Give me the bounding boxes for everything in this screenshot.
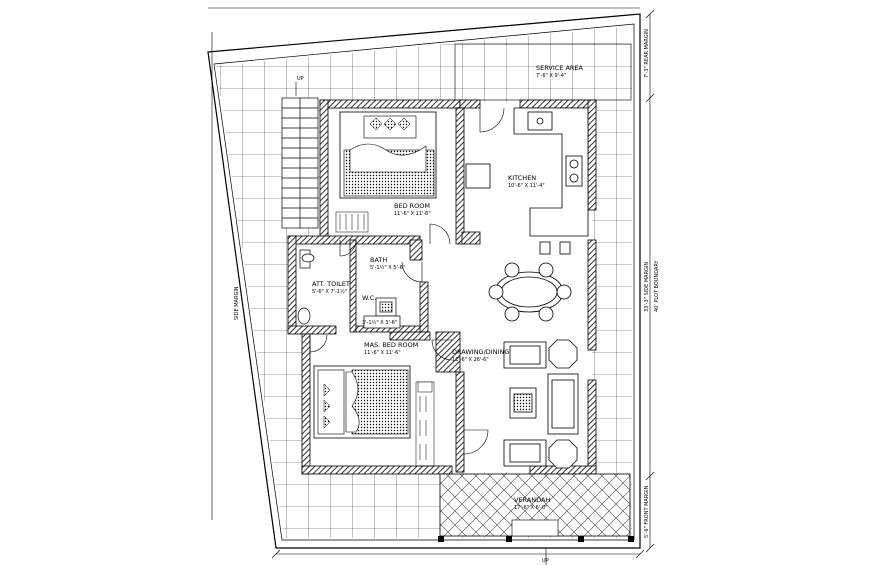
- label-verandah: VERANDAH: [514, 496, 550, 504]
- margin-labels: 7'-3" REAR MARGIN 33'-3" SIDE MARGIN 40'…: [234, 29, 660, 538]
- size-drawing-dining: 12'-6" X 26'-6": [452, 357, 489, 363]
- label-drawing-dining: DRAWING/DINING: [452, 348, 509, 356]
- drawing-sofas: [503, 339, 579, 469]
- verandah: [439, 473, 631, 537]
- room-labels: SERVICE AREA 7'-6" X 9'-4" KITCHEN 10'-6…: [297, 64, 584, 564]
- toilet-fixtures: [297, 249, 401, 329]
- bedroom-bed: [335, 111, 437, 233]
- kitchen-counter: [513, 107, 589, 255]
- master-bed: [313, 365, 435, 467]
- columns: [438, 536, 634, 542]
- label-front-margin: 5'-6" FRONT MARGIN: [644, 485, 650, 538]
- label-plot-boundary: 40' PLOT BOUNDARY: [654, 259, 660, 312]
- label-service-area: SERVICE AREA: [536, 64, 584, 72]
- label-side-margin: 33'-3" SIDE MARGIN: [644, 262, 650, 312]
- label-att-toilet: ATT. TOILET: [312, 280, 350, 288]
- size-wc: 3'-1½" X 3'-6": [362, 319, 397, 326]
- size-kitchen: 10'-6" X 11'-4": [508, 183, 545, 189]
- walls: [287, 99, 597, 477]
- label-wc: W.C.: [362, 294, 376, 302]
- size-master-bedroom: 11'-6" X 11'-6": [364, 350, 401, 356]
- label-bath: BATH: [370, 256, 387, 264]
- size-att-toilet: 5'-6" X 7'-1½": [312, 288, 347, 295]
- dining-table: [488, 262, 572, 322]
- dimension-lines: [208, 7, 655, 565]
- size-bath: 5'-1½" X 5'-6": [370, 264, 405, 271]
- label-up-top: UP: [297, 76, 304, 82]
- label-kitchen: KITCHEN: [508, 174, 536, 182]
- size-verandah: 17'-6" X 6'-0": [514, 505, 547, 511]
- size-bedroom: 11'-6" X 11'-6": [394, 211, 431, 217]
- label-left-margin: SIDE MARGIN: [234, 286, 240, 320]
- label-bedroom: BED ROOM: [394, 202, 430, 210]
- size-service-area: 7'-6" X 9'-4": [536, 73, 566, 79]
- doors: [309, 107, 505, 455]
- label-rear-margin: 7'-3" REAR MARGIN: [644, 29, 650, 78]
- label-up-bottom: UP: [542, 558, 549, 564]
- staircase: [281, 97, 319, 229]
- label-master-bedroom: MAS. BED ROOM: [364, 341, 418, 349]
- kitchen-stool: [465, 163, 491, 189]
